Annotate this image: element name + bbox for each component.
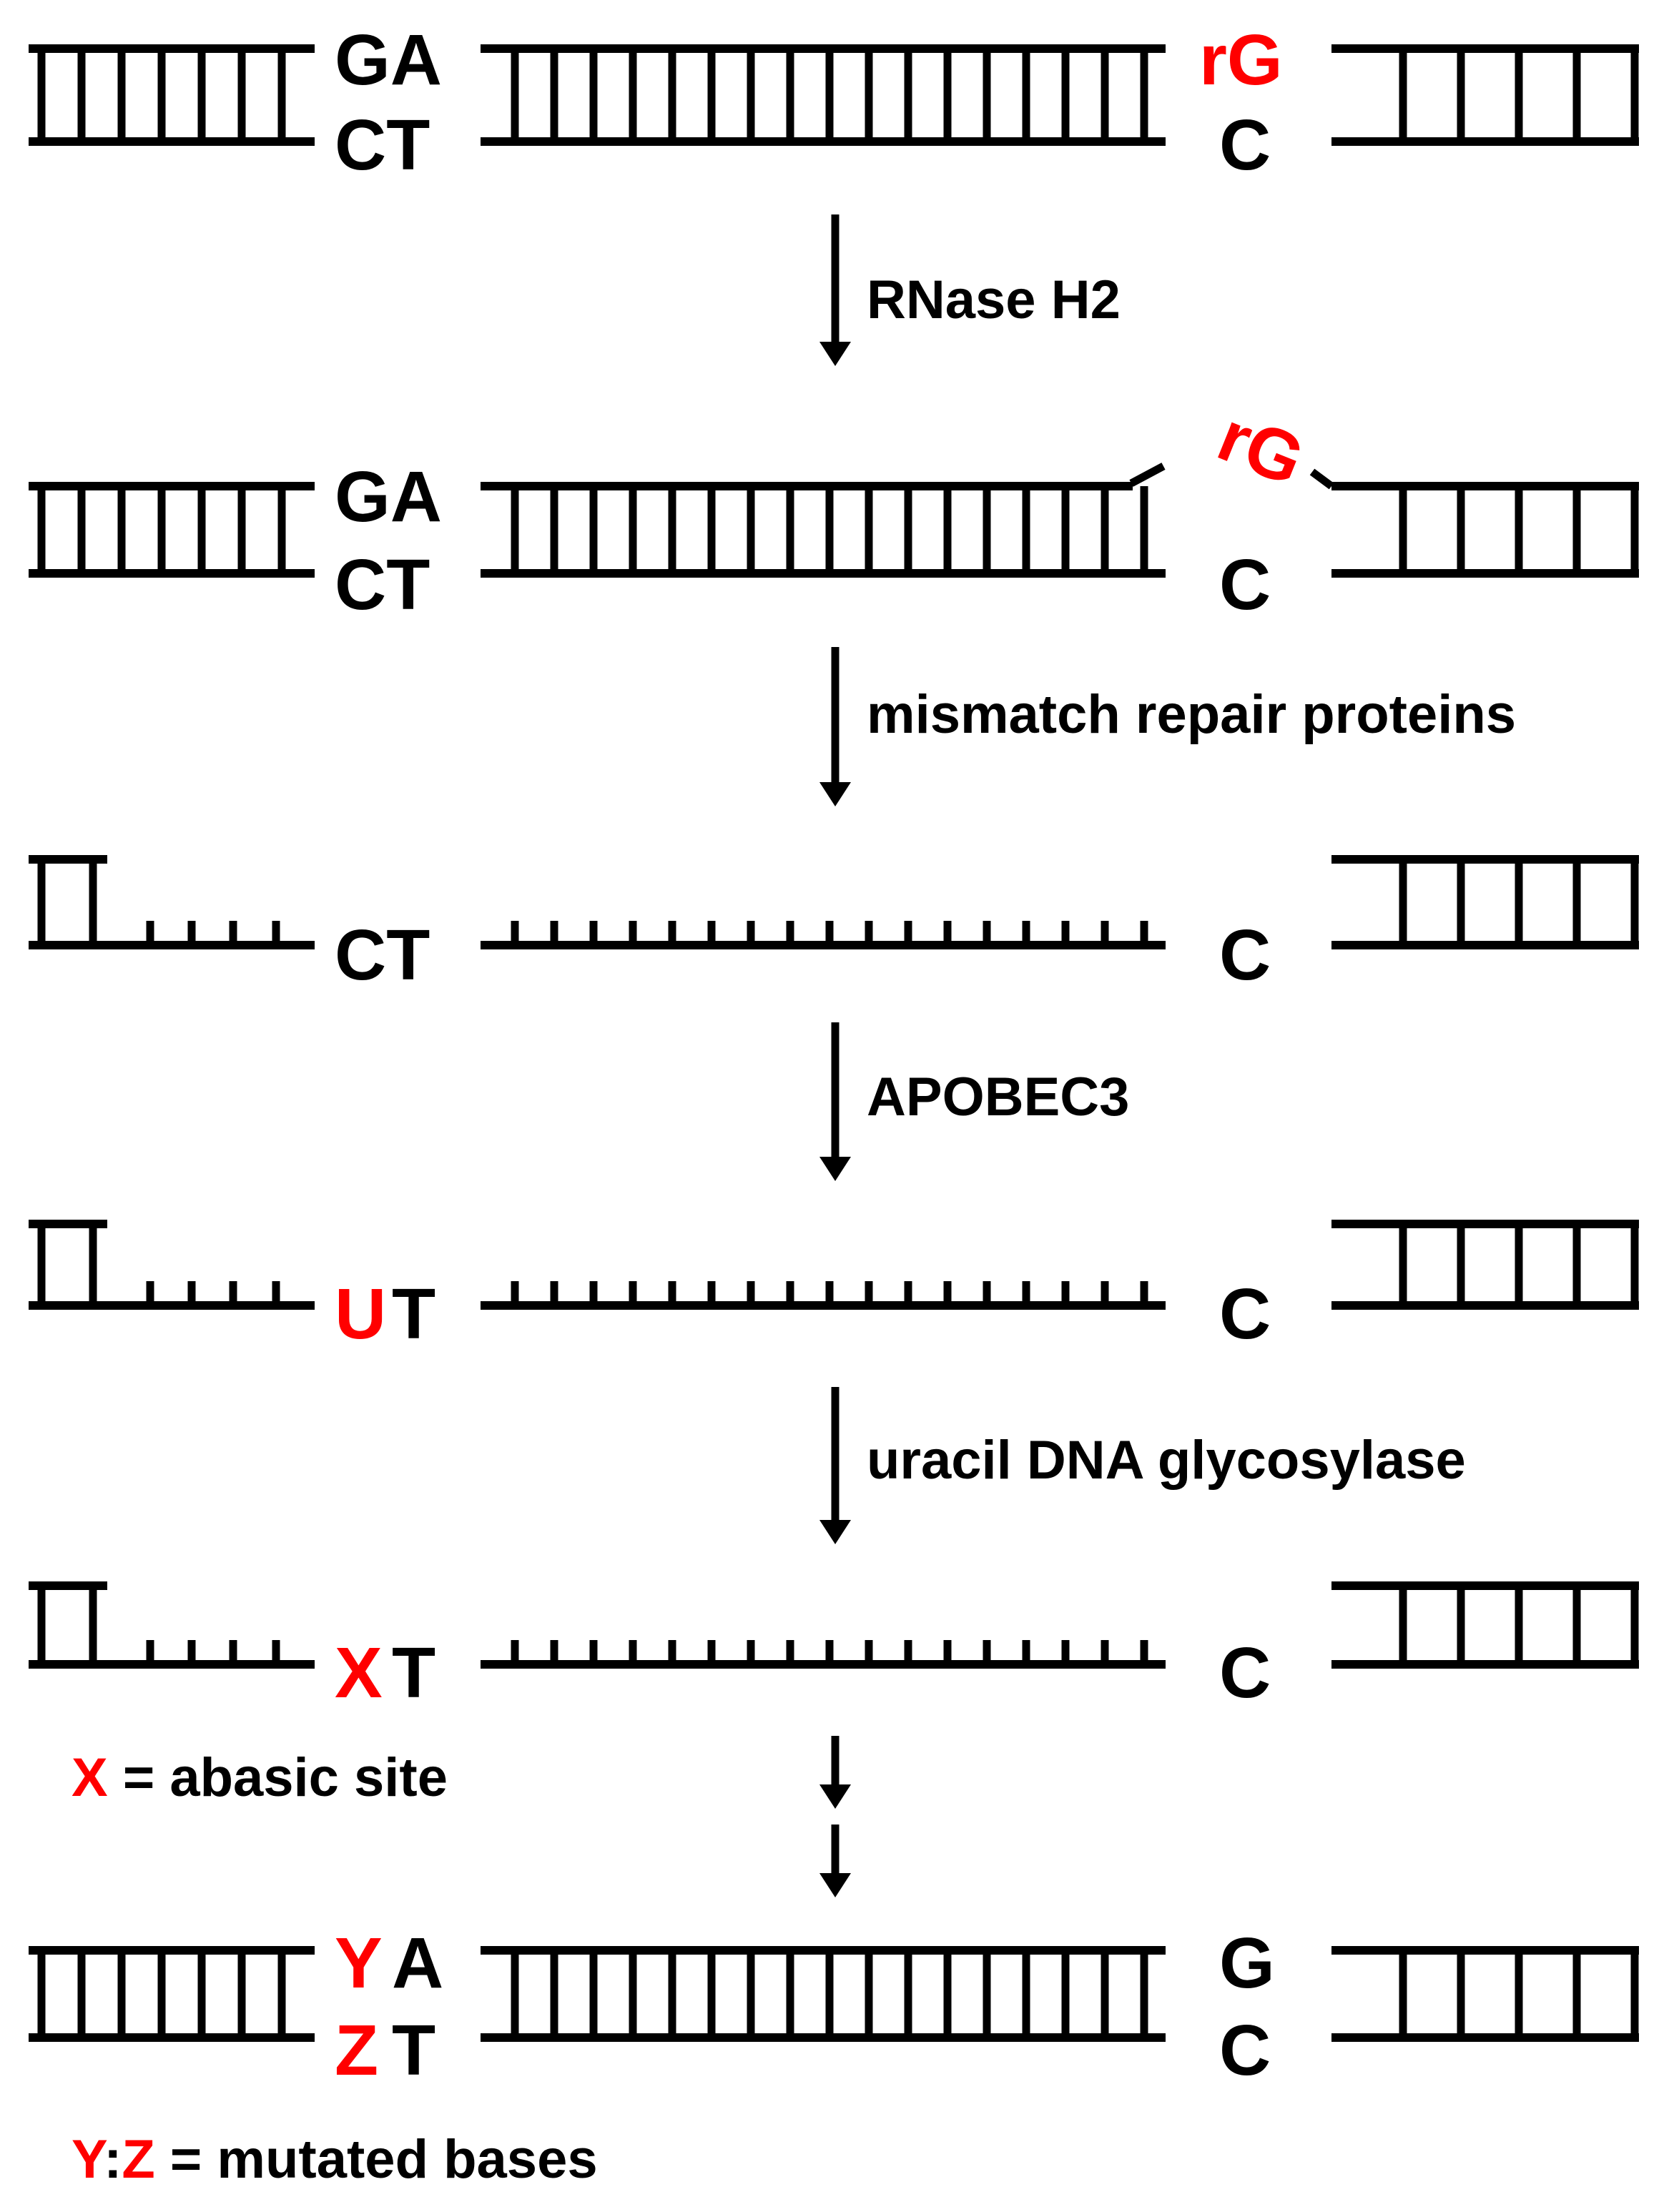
base-pair-left-bottom: CT [335,545,430,625]
arrow-step-5-head [819,1784,851,1809]
stage-nicked-bases: GA CT rG C [335,396,1315,625]
legend-text: = mutated bases [155,2129,598,2190]
step-labels: RNase H2 mismatch repair proteins APOBEC… [867,270,1516,1491]
base-pair-left-top: GA [335,457,442,537]
legend-symbol-z: Z [122,2129,154,2190]
base-c: C [1219,2010,1271,2090]
base-g: G [1219,1923,1275,2003]
base-abasic-x: X [335,1633,383,1713]
dna-nick-flap [1309,468,1334,490]
legend-symbol-y: Y [72,2129,107,2190]
base-c: C [1219,545,1271,625]
stage-mutated-bases: Y A Z T G C Y:Z = mutated bases [72,1923,1275,2190]
legend-symbol-x: X [72,1747,108,1808]
stage-deaminated-bases: U T C [335,1274,1271,1354]
stage-abasic-bases: X T C X = abasic site [72,1633,1271,1808]
ribonucleotide-rg-flap: rG [1207,396,1314,502]
dna-strands [29,44,1639,2042]
base-pair-left-bottom: CT [335,915,430,995]
base-c: C [1219,1633,1271,1713]
step-label-uracil-dna-glycosylase: uracil DNA glycosylase [867,1430,1466,1491]
arrow-mismatch-repair-head [819,782,851,806]
arrow-apobec3-head [819,1157,851,1181]
base-t: T [392,1633,435,1713]
base-t: T [392,1274,435,1354]
base-c: C [1219,1274,1271,1354]
arrow-step-6-head [819,1873,851,1897]
pathway-arrows [819,214,851,1897]
dna-nick-flap [1129,463,1166,487]
arrow-uracil-dna-glycosylase-head [819,1520,851,1544]
legend-text: = abasic site [108,1747,448,1808]
step-label-apobec3: APOBEC3 [867,1067,1129,1127]
base-pair-left-bottom: CT [335,105,430,185]
legend-colon: : [104,2129,122,2190]
step-label-mismatch-repair: mismatch repair proteins [867,684,1516,745]
base-t: T [392,2010,435,2090]
base-uracil: U [335,1274,386,1354]
stage-gapped-bases: CT C [335,915,1271,995]
base-c: C [1219,105,1271,185]
base-c: C [1219,915,1271,995]
base-mutated-y: Y [335,1923,383,2003]
stage-initial-bases: GA CT rG C [335,20,1283,185]
ribonucleotide-rg: rG [1199,20,1283,100]
base-pair-left-top: GA [335,20,442,100]
legend-abasic-site: X = abasic site [72,1747,448,1808]
arrow-rnase-h2-head [819,342,851,366]
base-mutated-z: Z [335,2010,378,2090]
step-label-rnase-h2: RNase H2 [867,270,1121,330]
base-a: A [392,1923,443,2003]
legend-mutated-bases: Y:Z = mutated bases [72,2129,598,2190]
